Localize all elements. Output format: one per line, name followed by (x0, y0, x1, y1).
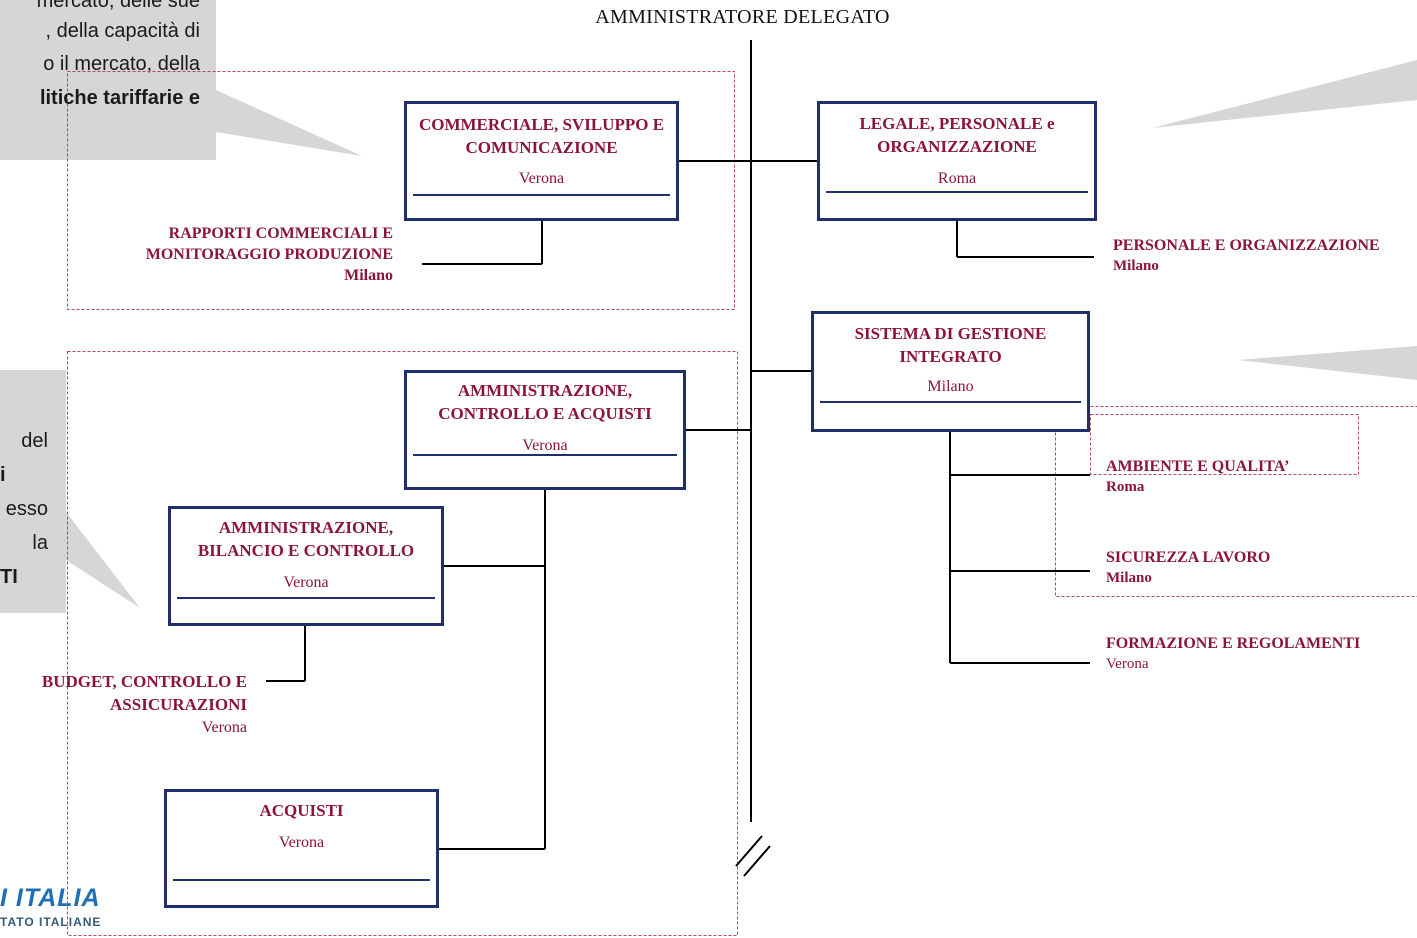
box-title: ACQUISTI (259, 801, 344, 820)
label-ambiente-qualita: AMBIENTE E QUALITA’ Roma (1106, 456, 1289, 498)
box-commerciale: COMMERCIALE, SVILUPPO E COMUNICAZIONE Ve… (404, 101, 679, 221)
label-city: Milano (1106, 570, 1152, 586)
label-formazione-regolamenti: FORMAZIONE E REGOLAMENTI Verona (1106, 633, 1360, 675)
label-budget-controllo: BUDGET, CONTROLLO E ASSICURAZIONI Verona (0, 670, 247, 739)
label-title: MONITORAGGIO PRODUZIONE (145, 246, 393, 263)
label-city: Roma (1106, 479, 1145, 495)
box-title: SISTEMA DI GESTIONE (854, 324, 1047, 343)
box-title: CONTROLLO E ACQUISTI (438, 404, 652, 423)
box-city: Verona (278, 834, 325, 851)
box-amm-bilancio-controllo: AMMINISTRAZIONE, BILANCIO E CONTROLLO Ve… (168, 506, 444, 626)
box-underline (413, 194, 670, 196)
logo-wordmark: I ITALIA (0, 884, 101, 912)
box-underline (173, 879, 430, 881)
label-city: Verona (201, 719, 247, 736)
callout-top: mercato, delle sue , della capacità di o… (0, 0, 216, 160)
callout-pointers (66, 60, 1417, 608)
callout-left-line: TI (0, 566, 18, 588)
label-rapporti-commerciali: RAPPORTI COMMERCIALI E MONITORAGGIO PROD… (100, 223, 393, 286)
label-sicurezza-lavoro: SICUREZZA LAVORO Milano (1106, 547, 1270, 589)
box-title: INTEGRATO (899, 347, 1002, 366)
callout-left-line: i (0, 464, 6, 486)
callout-left: del i esso la TI (0, 370, 66, 613)
label-city: Milano (1113, 258, 1159, 274)
box-legale: LEGALE, PERSONALE e ORGANIZZAZIONE Roma (817, 101, 1097, 221)
box-title: COMUNICAZIONE (465, 138, 618, 157)
label-title: BUDGET, CONTROLLO E (41, 672, 247, 691)
label-city: Milano (344, 267, 393, 284)
label-title: ASSICURAZIONI (110, 695, 247, 714)
box-city: Roma (937, 170, 977, 187)
callout-left-line: la (32, 532, 48, 554)
top-title: AMMINISTRATORE DELEGATO (595, 6, 890, 28)
box-city: Verona (518, 170, 565, 187)
box-underline (177, 597, 435, 599)
callout-left-line: del (21, 430, 48, 452)
box-title: AMMINISTRAZIONE, (457, 381, 633, 400)
label-title: AMBIENTE E QUALITA’ (1106, 458, 1290, 475)
logo-subline: TATO ITALIANE (0, 915, 102, 929)
box-title: BILANCIO E CONTROLLO (197, 541, 415, 560)
company-logo: I ITALIA TATO ITALIANE (0, 884, 101, 929)
dashed-regions (67, 71, 1417, 936)
callout-top-line: o il mercato, della (43, 53, 200, 75)
box-title: LEGALE, PERSONALE e (859, 114, 1055, 133)
label-title: RAPPORTI COMMERCIALI E (168, 225, 393, 242)
box-city: Milano (927, 378, 974, 395)
box-title: ORGANIZZAZIONE (877, 137, 1037, 156)
box-acquisti: ACQUISTI Verona (164, 789, 439, 908)
callout-left-line: esso (5, 498, 48, 520)
box-amm-controllo-acquisti: AMMINISTRAZIONE, CONTROLLO E ACQUISTI Ve… (404, 370, 686, 490)
label-personale-organizzazione: PERSONALE E ORGANIZZAZIONE Milano (1113, 235, 1380, 277)
label-title: PERSONALE E ORGANIZZAZIONE (1113, 237, 1380, 254)
label-city: Verona (1106, 656, 1149, 672)
box-underline (413, 454, 677, 456)
box-sistema: SISTEMA DI GESTIONE INTEGRATO Milano (811, 311, 1090, 432)
box-title: COMMERCIALE, SVILUPPO E (418, 115, 665, 134)
callout-top-line: mercato, delle sue (36, 0, 200, 12)
callout-top-line: , della capacità di (45, 20, 200, 42)
label-title: FORMAZIONE E REGOLAMENTI (1106, 635, 1361, 652)
box-city: Verona (522, 437, 568, 454)
box-title: AMMINISTRAZIONE, (218, 518, 394, 537)
callout-top-line: litiche tariffarie e (39, 87, 200, 109)
box-underline (820, 401, 1081, 403)
box-city: Verona (283, 574, 329, 591)
label-title: SICUREZZA LAVORO (1106, 549, 1271, 566)
box-underline (826, 191, 1088, 193)
